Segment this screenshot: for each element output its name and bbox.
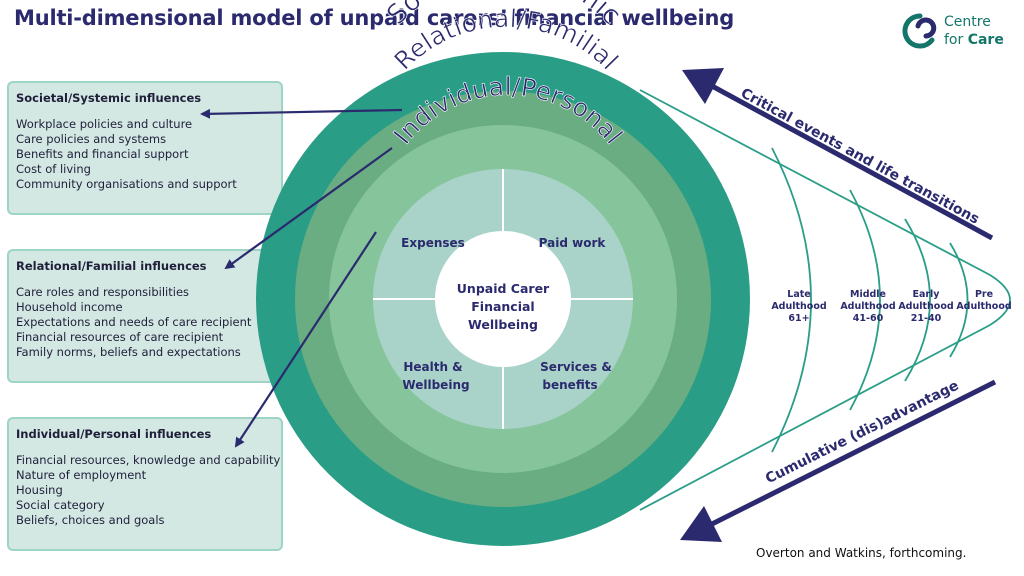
list-item: Beliefs, choices and goals bbox=[16, 513, 165, 527]
logo-line-2b: Care bbox=[967, 32, 1004, 48]
page-title: Multi-dimensional model of unpaid carers… bbox=[14, 6, 735, 30]
stage-late-l1: Late bbox=[787, 289, 810, 300]
list-item: Financial resources of care recipient bbox=[16, 330, 224, 344]
center-circle bbox=[435, 231, 571, 367]
stage-middle-l2: Adulthood bbox=[840, 301, 895, 312]
quadrant-services-line1: Services & bbox=[540, 360, 612, 374]
box-title: Societal/Systemic influences bbox=[16, 91, 202, 105]
box-title: Individual/Personal influences bbox=[16, 427, 212, 441]
life-course-cone bbox=[639, 89, 1011, 511]
list-item: Financial resources, knowledge and capab… bbox=[16, 453, 281, 467]
quadrant-services-line2: benefits bbox=[542, 378, 597, 392]
stage-early-l1: Early bbox=[912, 289, 940, 300]
list-item: Benefits and financial support bbox=[16, 147, 189, 161]
relational-influences-box: Relational/Familial influences Care role… bbox=[7, 249, 283, 383]
list-item: Expectations and needs of care recipient bbox=[16, 315, 252, 329]
list-item: Care roles and responsibilities bbox=[16, 285, 190, 299]
quadrant-paid-work: Paid work bbox=[539, 236, 607, 250]
list-item: Workplace policies and culture bbox=[16, 117, 193, 131]
list-item: Household income bbox=[16, 300, 123, 314]
list-item: Nature of employment bbox=[16, 468, 147, 482]
center-line-2: Financial bbox=[471, 299, 534, 314]
list-item: Cost of living bbox=[16, 162, 91, 176]
stage-early-l3: 21-40 bbox=[911, 313, 942, 324]
list-item: Family norms, beliefs and expectations bbox=[16, 345, 241, 359]
list-item: Housing bbox=[16, 483, 63, 497]
citation-credit: Overton and Watkins, forthcoming. bbox=[756, 546, 967, 560]
quadrant-health-line2: Wellbeing bbox=[402, 378, 469, 392]
box-title: Relational/Familial influences bbox=[16, 259, 207, 273]
stage-middle-l3: 41-60 bbox=[853, 313, 884, 324]
stage-late-l2: Adulthood bbox=[771, 301, 826, 312]
connector-relational bbox=[224, 147, 393, 270]
logo-line-2a: for bbox=[944, 32, 968, 48]
logo-line-1: Centre bbox=[944, 14, 991, 30]
center-line-3: Wellbeing bbox=[468, 317, 538, 332]
list-item: Social category bbox=[16, 498, 105, 512]
connector-individual bbox=[234, 231, 377, 448]
stage-pre-l1: Pre bbox=[975, 289, 993, 300]
list-item: Care policies and systems bbox=[16, 132, 167, 146]
stage-pre-l2: Adulthood bbox=[956, 301, 1011, 312]
societal-influences-box: Societal/Systemic influences Workplace p… bbox=[7, 81, 283, 215]
stage-middle-l1: Middle bbox=[850, 289, 886, 300]
connector-societal bbox=[200, 108, 403, 119]
critical-events-arrow bbox=[682, 68, 994, 241]
stage-early-l2: Adulthood bbox=[898, 301, 953, 312]
centre-for-care-logo: Centre for Care bbox=[898, 10, 1018, 54]
cumulative-advantage-arrow bbox=[680, 379, 997, 542]
quadrant-expenses: Expenses bbox=[401, 236, 465, 250]
cumulative-advantage-label: Cumulative (dis)advantage bbox=[763, 378, 961, 488]
center-line-1: Unpaid Carer bbox=[457, 281, 550, 296]
logo-mark-icon bbox=[902, 13, 937, 49]
quadrant-health-line1: Health & bbox=[403, 360, 462, 374]
list-item: Community organisations and support bbox=[16, 177, 237, 191]
stage-late-l3: 61+ bbox=[788, 313, 809, 324]
